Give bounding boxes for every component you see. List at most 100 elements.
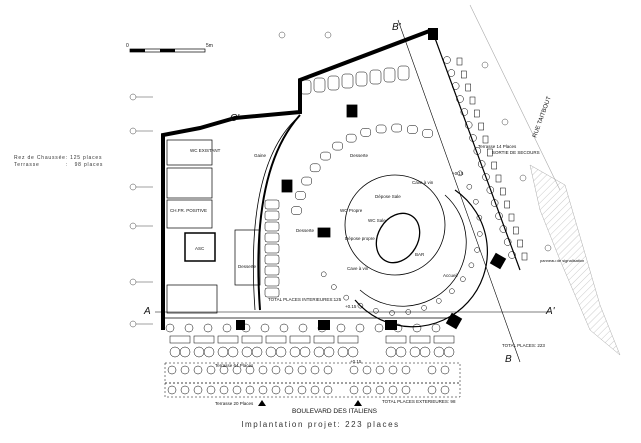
chair (284, 365, 294, 375)
chair (206, 385, 216, 395)
chair (349, 385, 359, 395)
axis-marker (501, 118, 509, 126)
wall-seat (264, 232, 280, 243)
chair (279, 323, 289, 333)
chair (219, 385, 229, 395)
scale-end: 5m (206, 43, 213, 49)
chair (227, 346, 239, 358)
booth-seat (327, 75, 340, 91)
booth-seat (369, 69, 382, 85)
terrace-table (217, 335, 239, 344)
wall-seat (264, 210, 280, 221)
terrace-table (491, 161, 497, 170)
wall-seat (264, 254, 280, 265)
chair (395, 346, 407, 358)
chair (180, 365, 190, 375)
chair (508, 251, 516, 259)
chair (222, 323, 232, 333)
chair (299, 346, 311, 358)
chair (284, 385, 294, 395)
chair (486, 186, 495, 194)
chair (433, 346, 445, 358)
chair (499, 225, 508, 233)
banquette-seat (309, 163, 321, 173)
building-wall-right (431, 29, 521, 271)
banquette-seat (291, 206, 302, 215)
chair (375, 365, 385, 375)
terrace-table (500, 187, 506, 196)
room-label-wc-existant: WC EXISTANT (190, 148, 221, 153)
axis-marker (129, 222, 137, 230)
service-area (166, 114, 301, 314)
chair (412, 323, 422, 333)
chair (167, 385, 177, 395)
bar-stool (331, 284, 337, 290)
chair (275, 346, 287, 358)
terrace-table (456, 57, 463, 66)
chair (443, 346, 455, 358)
wall-seat (264, 221, 280, 232)
chair (241, 346, 253, 358)
bar-stool (373, 308, 379, 314)
bar-stool (357, 302, 364, 309)
room-label-desserte-2: Desserte (296, 228, 315, 233)
room-label-depose-sale: Dépose Sale (375, 194, 401, 199)
level-marker-3: +0.15 (452, 171, 464, 176)
room-label-accueil: Accueil (443, 273, 458, 278)
chair (349, 365, 359, 375)
terrace-table (474, 109, 480, 118)
axis-marker (129, 127, 137, 135)
chair (184, 323, 194, 333)
chair (440, 385, 450, 395)
section-lines (155, 19, 550, 363)
chair (385, 346, 397, 358)
chair (362, 385, 372, 395)
chair (203, 346, 215, 358)
level-marker-1: +0.15 (345, 304, 357, 309)
chair (297, 385, 307, 395)
bar-stool (468, 262, 475, 269)
chair (219, 365, 229, 375)
terrace-table (433, 335, 455, 344)
chair (337, 346, 349, 358)
terrace-20-label: Terrasse 20 Places (215, 401, 254, 406)
bar-stool (460, 276, 466, 282)
chair (180, 385, 190, 395)
terrace-table (487, 148, 493, 157)
chair (419, 346, 431, 358)
entrance-arrows (258, 400, 362, 406)
terrace-table (313, 335, 335, 344)
chair (217, 346, 229, 358)
terrace-table (461, 70, 467, 79)
wall-seat (264, 276, 280, 287)
terrace-zone (164, 382, 461, 398)
plan-caption: Implantation projet: 223 places (241, 420, 400, 429)
total-exterior: TOTAL PLACES EXTERIEURES: 98 (382, 399, 456, 404)
section-marker-c-prime: C' (230, 113, 240, 124)
bar-stool (389, 310, 395, 316)
bar-stool (343, 294, 349, 301)
axis-marker (481, 61, 489, 69)
scale-bar: 0 5m (126, 43, 213, 53)
terrace-table (169, 335, 191, 344)
axis-marker (129, 93, 137, 101)
chair (313, 346, 325, 358)
room-label-wc-propre: WC Propre (340, 208, 363, 213)
chair (167, 365, 177, 375)
street-name-taitbout: RUE TAITBOUT (532, 95, 553, 138)
legend-ground-floor: Rez de Chaussée: 125 places (14, 155, 103, 161)
banquette-seat (345, 133, 357, 143)
structural-columns (236, 28, 507, 330)
chair (464, 121, 473, 129)
axis-marker (129, 320, 137, 328)
chair (374, 323, 384, 333)
scale-start: 0 (126, 43, 129, 49)
terrace-table (469, 96, 476, 105)
street-name-italiens: BOULEVARD DES ITALIENS (292, 408, 378, 415)
chair (193, 365, 203, 375)
wall-seat (264, 199, 280, 210)
chair (265, 346, 277, 358)
bar-stool (474, 247, 480, 253)
chair (495, 212, 503, 220)
chair (271, 365, 281, 375)
